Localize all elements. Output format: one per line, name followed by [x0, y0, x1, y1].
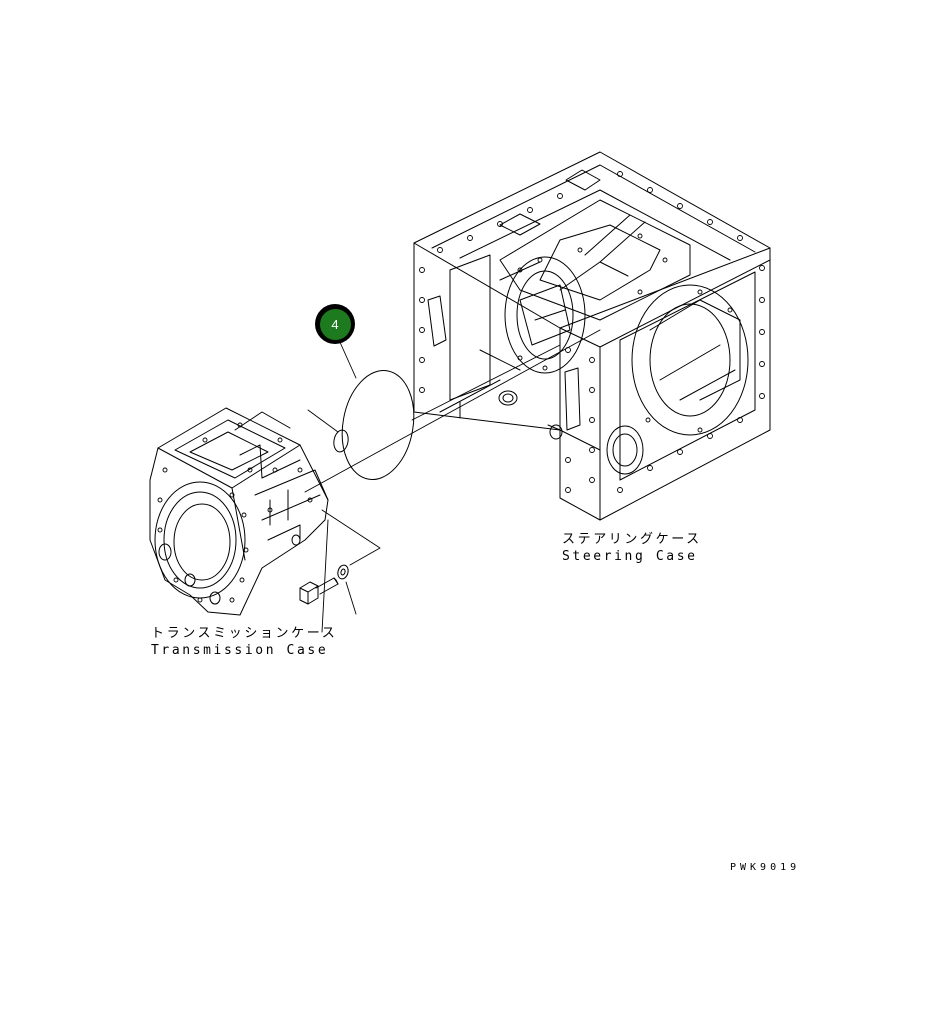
- steering-case-label-jp: ステアリングケース: [562, 532, 702, 547]
- bolt: [299, 577, 339, 605]
- drawing-number: PWK9019: [730, 862, 801, 873]
- steering-case: [413, 151, 771, 521]
- assembly-lines: [304, 329, 601, 633]
- gasket: [341, 369, 415, 481]
- washer: [337, 564, 349, 580]
- transmission-case: [149, 407, 329, 616]
- callout-4-button[interactable]: 4: [315, 304, 355, 344]
- o-ring: [333, 429, 349, 453]
- transmission-case-label-en: Transmission Case: [151, 643, 329, 658]
- steering-case-label-en: Steering Case: [562, 549, 698, 564]
- callout-4-number: 4: [331, 316, 339, 332]
- transmission-case-label-jp: トランスミッションケース: [151, 626, 338, 641]
- callout-4-badge: 4: [319, 308, 351, 340]
